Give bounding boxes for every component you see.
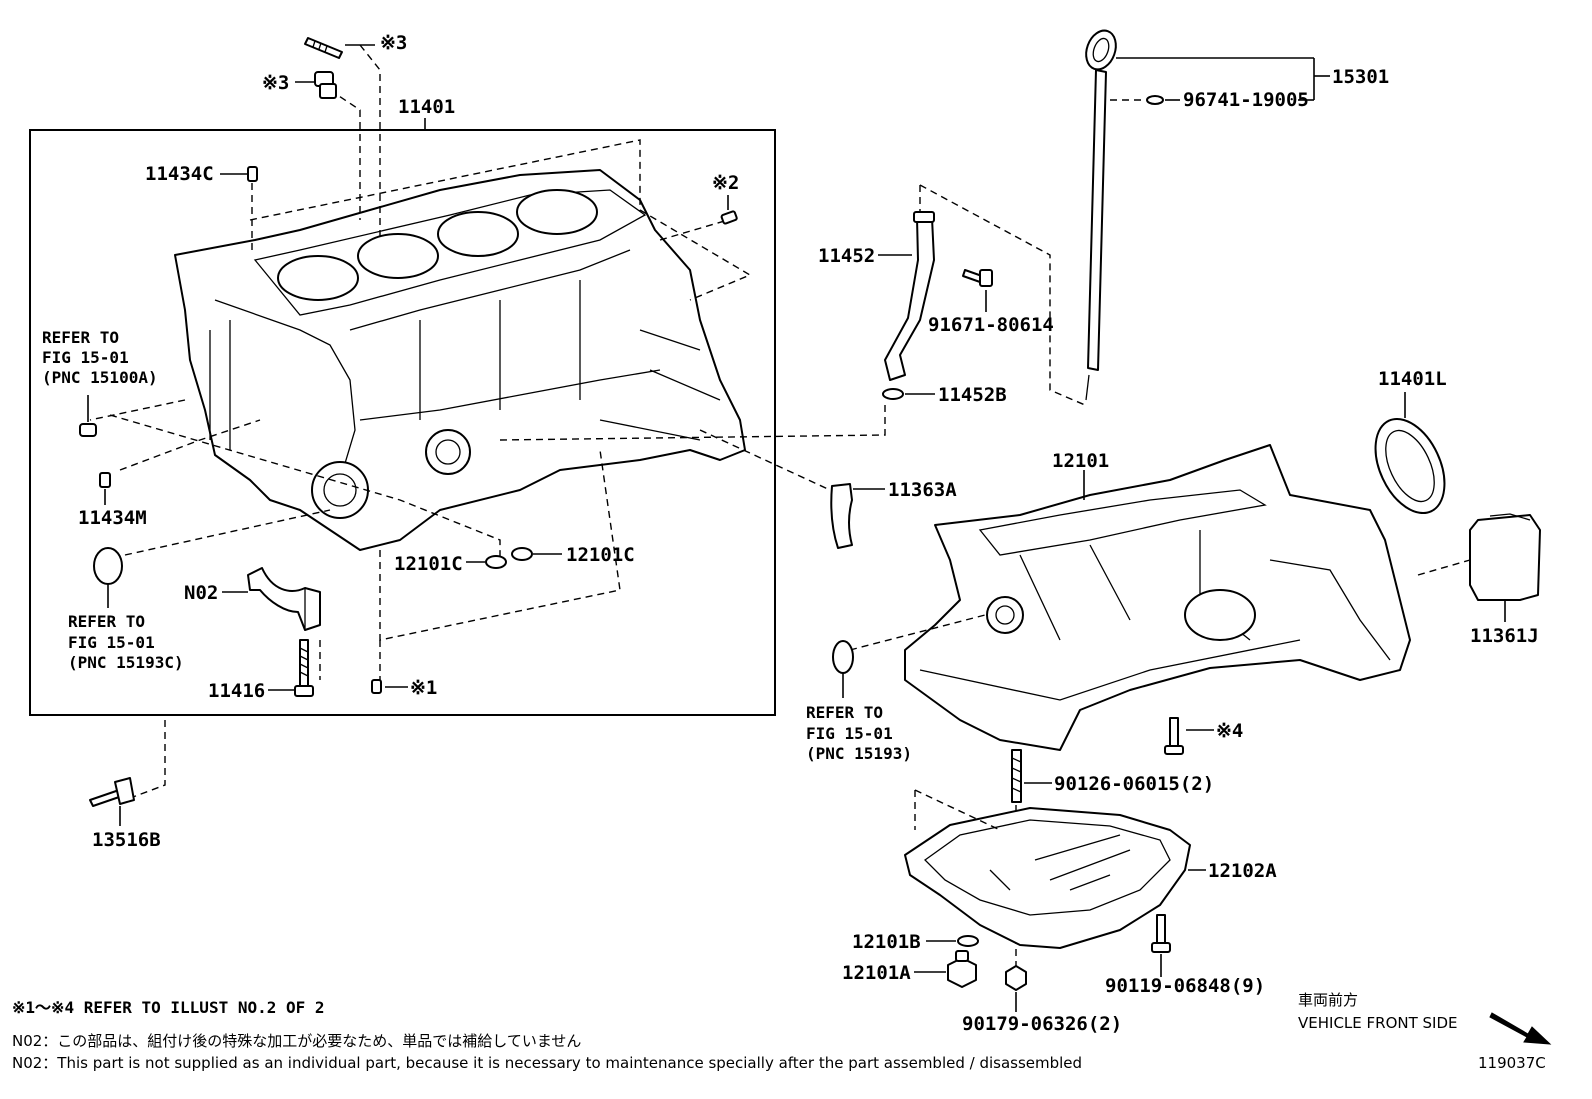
label-11452b[interactable]: 11452B — [938, 384, 1007, 406]
bolt-11416[interactable] — [294, 639, 314, 697]
bolt-91671[interactable] — [962, 269, 993, 287]
o-ring-96741[interactable] — [1146, 95, 1164, 105]
label-x1[interactable]: ※1 — [410, 677, 437, 699]
label-90179-06326[interactable]: 90179-06326(2) — [962, 1013, 1122, 1035]
refer-callout-15100a[interactable]: REFER TO FIG 15-01 (PNC 15100A) — [42, 328, 158, 387]
front-direction-arrow-icon — [1489, 1012, 1552, 1045]
nut-90179[interactable] — [1005, 965, 1027, 991]
svg-text:REFER TO: REFER TO — [806, 703, 883, 722]
label-11361j[interactable]: 11361J — [1470, 625, 1539, 647]
svg-text:FIG 15-01: FIG 15-01 — [42, 348, 129, 367]
svg-text:(PNC 15193): (PNC 15193) — [806, 744, 912, 763]
label-n02[interactable]: N02 — [184, 582, 218, 604]
cover-11361j[interactable] — [1469, 513, 1541, 601]
svg-text:FIG 15-01: FIG 15-01 — [806, 724, 893, 743]
label-11452[interactable]: 11452 — [818, 245, 875, 267]
bolt-90119[interactable] — [1151, 914, 1171, 953]
direction-label-en: VEHICLE FRONT SIDE — [1298, 1014, 1458, 1032]
label-x3-stud[interactable]: ※3 — [380, 32, 407, 54]
oil-pan-12102a[interactable] — [904, 807, 1191, 949]
label-11416[interactable]: 11416 — [208, 680, 265, 702]
stud-90126[interactable] — [1011, 749, 1022, 803]
note-refer-illust: ※1～※4 REFER TO ILLUST NO.2 OF 2 — [12, 998, 325, 1017]
o-ring-12101c-a[interactable] — [485, 555, 507, 569]
oil-level-gauge[interactable] — [1081, 26, 1121, 401]
label-90119-06848[interactable]: 90119-06848(9) — [1105, 975, 1265, 997]
label-12101c-left[interactable]: 12101C — [394, 553, 463, 575]
label-11363a[interactable]: 11363A — [888, 479, 957, 501]
pin-11434c[interactable] — [247, 166, 258, 182]
stud-part[interactable] — [304, 37, 343, 59]
bolt-x4[interactable] — [1164, 717, 1184, 755]
pin-x1[interactable] — [371, 679, 382, 694]
svg-text:REFER TO: REFER TO — [68, 612, 145, 631]
direction-label-jp: 車両前方 — [1298, 991, 1358, 1009]
bearing-cap-n02[interactable] — [247, 567, 321, 631]
label-90126-06015[interactable]: 90126-06015(2) — [1054, 773, 1214, 795]
label-12102a[interactable]: 12102A — [1208, 860, 1277, 882]
svg-text:(PNC 15100A): (PNC 15100A) — [42, 368, 158, 387]
pin-x2[interactable] — [720, 210, 738, 225]
svg-text:(PNC 15193C): (PNC 15193C) — [68, 653, 184, 672]
gasket-12101b[interactable] — [957, 935, 979, 947]
label-91671-80614[interactable]: 91671-80614 — [928, 314, 1054, 336]
cylinder-block-illustration[interactable] — [174, 169, 746, 551]
note-n02-english: N02：This part is not supplied as an indi… — [12, 1054, 1082, 1072]
label-96741-19005[interactable]: 96741-19005 — [1183, 89, 1309, 111]
crankcase-12101[interactable] — [904, 444, 1411, 751]
label-11434m[interactable]: 11434M — [78, 507, 147, 529]
note-n02-japanese: N02：この部品は、組付け後の特殊な加工が必要なため、単品では補給していません — [12, 1032, 581, 1050]
insulator-11363a[interactable] — [830, 483, 853, 549]
refer-callout-15193[interactable]: REFER TO FIG 15-01 (PNC 15193) — [806, 703, 912, 763]
drain-plug-12101a[interactable] — [947, 950, 977, 988]
label-12101c-right[interactable]: 12101C — [566, 544, 635, 566]
illustration-id: 119037C — [1478, 1054, 1546, 1072]
label-13516b[interactable]: 13516B — [92, 829, 161, 851]
label-x3-plug[interactable]: ※3 — [262, 72, 289, 94]
oil-seal-11401l[interactable] — [1362, 408, 1459, 524]
o-ring-15193[interactable] — [832, 640, 854, 674]
label-11401[interactable]: 11401 — [398, 96, 455, 118]
label-11434c[interactable]: 11434C — [145, 163, 214, 185]
label-11401l[interactable]: 11401L — [1378, 368, 1447, 390]
plug-part[interactable] — [314, 71, 337, 99]
label-x2[interactable]: ※2 — [712, 172, 739, 194]
refer-callout-15193c[interactable]: REFER TO FIG 15-01 (PNC 15193C) — [68, 612, 184, 672]
o-ring-15193c[interactable] — [93, 547, 123, 585]
o-ring-11452b[interactable] — [882, 388, 904, 400]
ring-dowel-15100a[interactable] — [79, 423, 97, 437]
o-ring-12101c-b[interactable] — [511, 547, 533, 561]
block-group-frame — [29, 129, 776, 716]
gauge-guide-11452[interactable] — [884, 211, 935, 381]
label-x4[interactable]: ※4 — [1216, 720, 1243, 742]
label-12101a[interactable]: 12101A — [842, 962, 911, 984]
label-12101[interactable]: 12101 — [1052, 450, 1109, 472]
svg-text:FIG 15-01: FIG 15-01 — [68, 633, 155, 652]
pin-11434m[interactable] — [99, 472, 111, 488]
label-15301[interactable]: 15301 — [1332, 66, 1389, 88]
svg-text:REFER TO: REFER TO — [42, 328, 119, 347]
sensor-13516b[interactable] — [89, 777, 135, 807]
label-12101b[interactable]: 12101B — [852, 931, 921, 953]
